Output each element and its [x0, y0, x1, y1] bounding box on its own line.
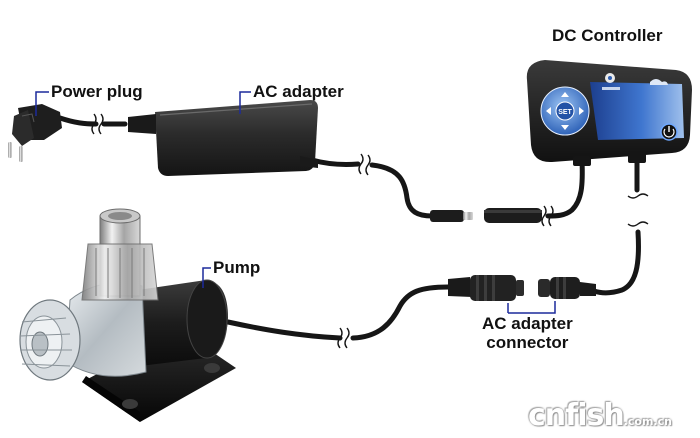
label-dc-controller: DC Controller — [552, 26, 663, 45]
label-connector-line1: AC adapter — [482, 314, 573, 333]
pump-cable-2 — [350, 284, 451, 341]
cable-break-marks — [91, 113, 649, 349]
dc-controller: SET — [526, 60, 692, 166]
watermark: cnfish.com.cn — [528, 398, 672, 433]
label-ac-adapter-connector: AC adapter connector — [482, 314, 573, 352]
adapter-dc-cable-2 — [369, 162, 435, 219]
ac-adapter-connector — [448, 275, 596, 301]
label-connector-line2: connector — [486, 333, 569, 352]
set-button-label: SET — [558, 109, 572, 116]
power-plug — [8, 104, 62, 162]
controller-output-cable-2 — [591, 229, 641, 296]
label-pump: Pump — [213, 258, 261, 277]
adapter-dc-cable — [309, 157, 361, 167]
watermark-main: cnfish — [528, 398, 625, 433]
leader-lines — [35, 91, 556, 314]
label-power-plug: Power plug — [51, 82, 143, 101]
leader-pump — [202, 267, 211, 288]
dc-barrel-plug — [430, 210, 473, 222]
leader-power-plug — [35, 91, 49, 116]
pump — [19, 208, 236, 422]
label-ac-adapter: AC adapter — [253, 82, 344, 101]
dc-barrel-socket — [484, 208, 542, 223]
plug-cable — [57, 115, 99, 127]
controller-input-cable — [545, 157, 585, 219]
leader-ac-adapter — [239, 91, 251, 114]
watermark-suffix: .com.cn — [623, 415, 672, 428]
ac-adapter — [128, 100, 318, 176]
leader-connector-right — [508, 301, 556, 314]
pump-cable — [225, 319, 343, 341]
